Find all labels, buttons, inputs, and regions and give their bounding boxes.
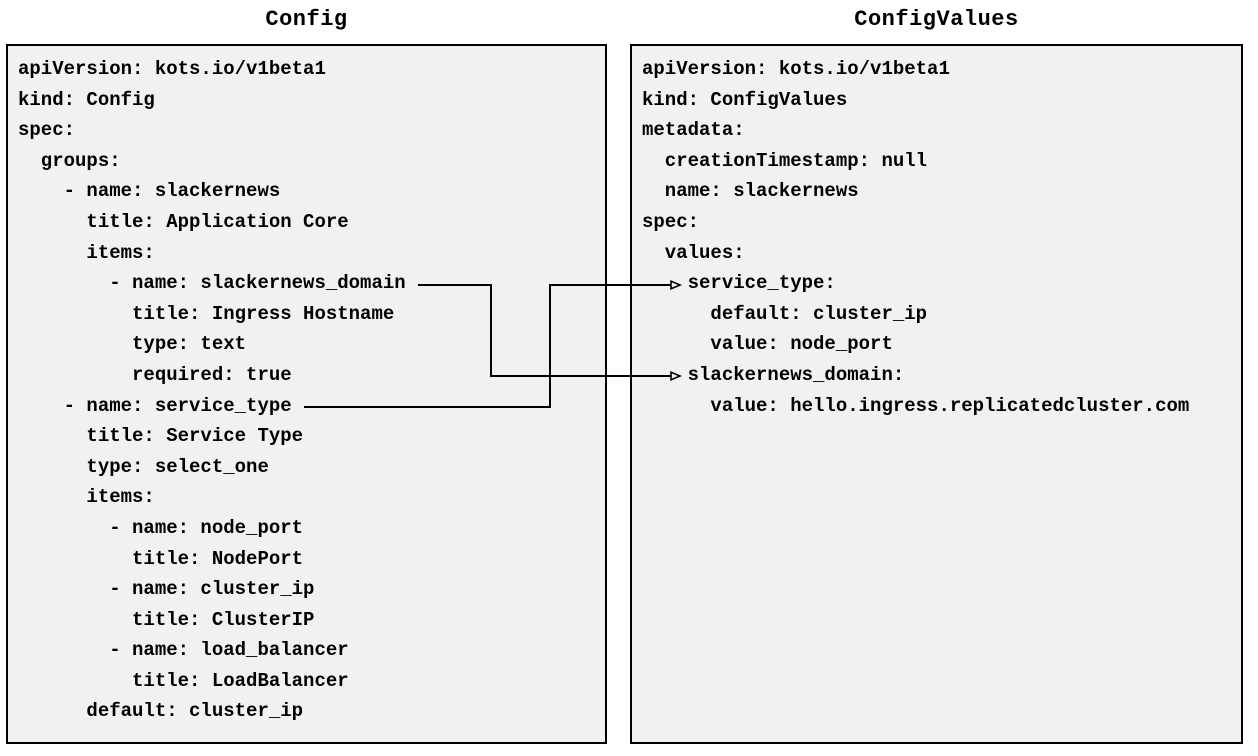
configvalues-yaml-code: apiVersion: kots.io/v1beta1 kind: Config…: [642, 58, 1190, 417]
configvalues-panel-title: ConfigValues: [854, 7, 1019, 32]
config-panel: apiVersion: kots.io/v1beta1 kind: Config…: [6, 44, 607, 744]
config-panel-title: Config: [265, 7, 348, 32]
config-yaml-code: apiVersion: kots.io/v1beta1 kind: Config…: [18, 58, 406, 723]
configvalues-panel: apiVersion: kots.io/v1beta1 kind: Config…: [630, 44, 1243, 744]
